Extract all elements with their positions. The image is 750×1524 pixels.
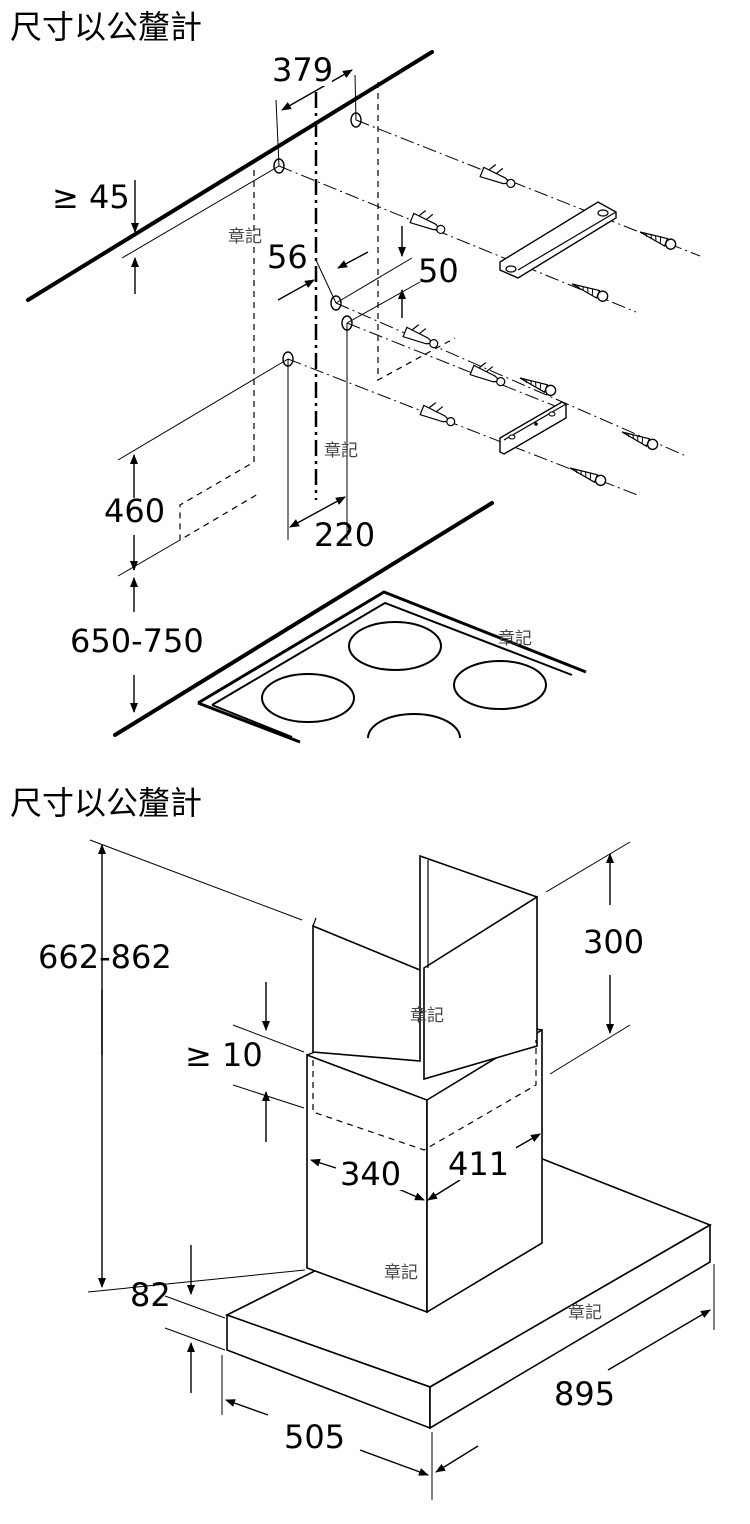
dim-411: 411 [448, 1145, 509, 1183]
stamp-mark: 章記 [228, 227, 262, 247]
hood-dimensions-diagram: 尺寸以公釐計 [10, 784, 715, 1500]
hob [197, 590, 587, 744]
lower-bracket [499, 401, 567, 455]
dim-min-10: ≥ 10 [185, 1036, 263, 1074]
dim-379: 379 [272, 51, 333, 89]
diagram1-title: 尺寸以公釐計 [10, 8, 202, 46]
dim-82: 82 [130, 1276, 171, 1314]
stamp-mark: 章記 [568, 1303, 602, 1323]
dim-650-750: 650-750 [70, 622, 204, 660]
dim-460: 460 [104, 492, 165, 530]
dim-220: 220 [314, 516, 375, 554]
worktop-edge [113, 501, 494, 737]
stamp-mark: 章記 [498, 629, 532, 649]
stamp-mark: 章記 [410, 1006, 444, 1026]
wall-plugs [402, 160, 520, 429]
hidden-overlap [312, 1040, 537, 1151]
ceiling-edge [26, 50, 434, 302]
drill-holes [273, 112, 362, 367]
upper-chimney [312, 854, 538, 1151]
upper-bracket [499, 201, 617, 279]
dim-300: 300 [583, 923, 644, 961]
wall-mounting-diagram: 尺寸以公釐計 [10, 8, 701, 744]
dim-895: 895 [554, 1375, 615, 1413]
dim-min-45: ≥ 45 [52, 178, 130, 216]
dim-505: 505 [284, 1418, 345, 1456]
chimney-outline-right [377, 82, 456, 382]
dim-50: 50 [418, 252, 459, 290]
diagram2-title: 尺寸以公釐計 [10, 784, 202, 822]
stamp-mark: 章記 [324, 441, 358, 461]
hood-outline-left [179, 170, 259, 542]
hood-dimension-lines [87, 839, 715, 1500]
dimension-lines [117, 69, 421, 713]
dim-340: 340 [340, 1155, 401, 1193]
screws [517, 226, 678, 488]
stamp-mark: 章記 [384, 1263, 418, 1283]
dim-56: 56 [267, 238, 308, 276]
dim-662-862: 662-862 [38, 938, 172, 976]
